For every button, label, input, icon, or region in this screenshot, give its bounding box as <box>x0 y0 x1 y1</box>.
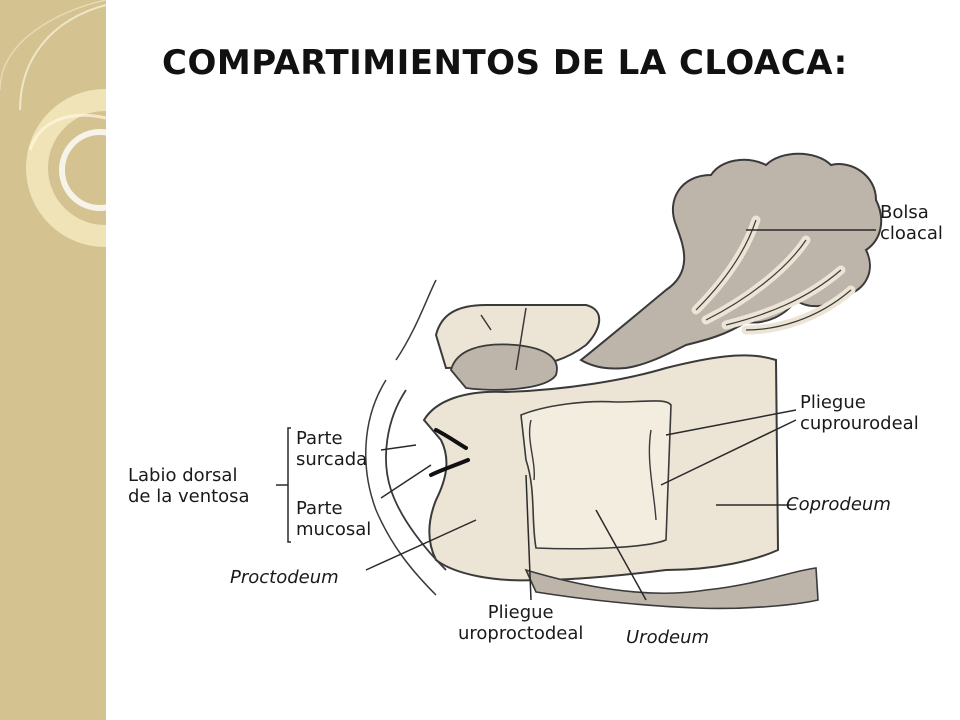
bursa-cloacal-shape <box>579 152 883 370</box>
decorative-side-band <box>0 0 106 720</box>
pointer-lines <box>276 229 876 601</box>
dorsal-wall <box>434 304 601 391</box>
label-pliegue-cuprourodeal: Pliegue cuprourodeal <box>800 392 919 434</box>
ventral-tissue <box>524 567 819 610</box>
label-urodeum: Urodeum <box>626 627 710 648</box>
decorative-circles <box>0 0 106 247</box>
cloaca-illustration <box>276 152 883 610</box>
cloaca-chambers <box>365 279 780 596</box>
label-bolsa-cloacal: Bolsa cloacal <box>880 202 943 244</box>
label-parte-mucosal: Parte mucosal <box>296 498 372 540</box>
slide-title: COMPARTIMIENTOS DE LA CLOACA: <box>162 43 848 83</box>
label-coprodeum: Coprodeum <box>786 494 891 515</box>
label-pliegue-uroproctodeal: Pliegue uroproctodeal <box>458 602 584 644</box>
label-proctodeum: Proctodeum <box>230 567 339 588</box>
label-parte-surcada: Parte surcada <box>296 428 368 470</box>
label-labio-dorsal: Labio dorsal de la ventosa <box>128 465 250 507</box>
cloaca-diagram: Bolsa cloacal Pliegue cuprourodeal Copro… <box>106 130 960 665</box>
